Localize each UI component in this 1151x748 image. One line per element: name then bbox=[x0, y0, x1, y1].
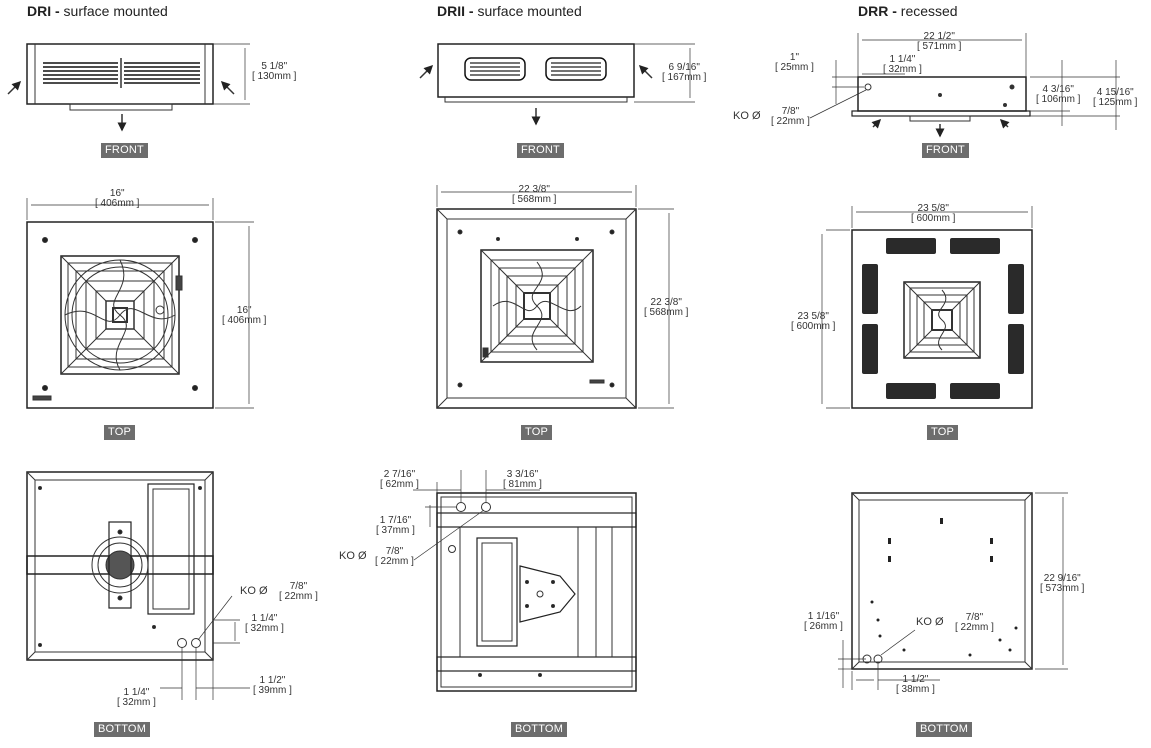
dri-top-height-label: 16"[ 406mm ] bbox=[222, 305, 267, 326]
dri-top-tag: TOP bbox=[104, 425, 136, 440]
dri-bottom-view bbox=[26, 471, 250, 700]
dri-bottom-112-label: 1 1/2"[ 39mm ] bbox=[253, 675, 292, 696]
dri-title: DRI - surface mounted bbox=[27, 3, 168, 19]
drr-front-view bbox=[809, 33, 1120, 138]
drr-front-4316-label: 4 3/16"[ 106mm ] bbox=[1036, 84, 1081, 105]
drr-bottom-ko-label: KO Ø bbox=[916, 616, 944, 628]
drr-front-114-label: 1 1/4"[ 32mm ] bbox=[883, 54, 922, 75]
dri-front-height-label: 5 1/8"[ 130mm ] bbox=[252, 61, 297, 82]
drr-title: DRR - recessed bbox=[858, 3, 958, 19]
drr-top-height-label: 23 5/8"[ 600mm ] bbox=[791, 311, 836, 332]
drr-bottom-tag: BOTTOM bbox=[916, 722, 973, 737]
drii-top-tag: TOP bbox=[521, 425, 553, 440]
drii-title: DRII - surface mounted bbox=[437, 3, 582, 19]
drr-front-ko-value: 7/8"[ 22mm ] bbox=[771, 106, 810, 127]
dri-top-width-label: 16"[ 406mm ] bbox=[95, 188, 140, 209]
drii-bottom-2716-label: 2 7/16"[ 62mm ] bbox=[380, 469, 419, 490]
drr-top-width-label: 23 5/8"[ 600mm ] bbox=[911, 203, 956, 224]
dri-front-tag: FRONT bbox=[101, 143, 148, 158]
drii-top-height-label: 22 3/8"[ 568mm ] bbox=[644, 297, 689, 318]
drii-bottom-tag: BOTTOM bbox=[511, 722, 568, 737]
drr-front-tag: FRONT bbox=[922, 143, 969, 158]
drr-front-width-label: 22 1/2"[ 571mm ] bbox=[917, 31, 962, 52]
drr-bottom-ko-value: 7/8"[ 22mm ] bbox=[955, 612, 994, 633]
drii-front-tag: FRONT bbox=[517, 143, 564, 158]
drr-bottom-height-label: 22 9/16"[ 573mm ] bbox=[1040, 573, 1085, 594]
drii-bottom-3316-label: 3 3/16"[ 81mm ] bbox=[503, 469, 542, 490]
drr-front-ko-label: KO Ø bbox=[733, 110, 761, 122]
drii-bottom-ko-label: KO Ø bbox=[339, 550, 367, 562]
drr-top-tag: TOP bbox=[927, 425, 959, 440]
drii-bottom-ko-value: 7/8"[ 22mm ] bbox=[375, 546, 414, 567]
drr-bottom-1116-label: 1 1/16"[ 26mm ] bbox=[804, 611, 843, 632]
drr-front-1in-label: 1"[ 25mm ] bbox=[775, 52, 814, 73]
drr-bottom-view bbox=[838, 492, 1068, 690]
drr-front-41516-label: 4 15/16"[ 125mm ] bbox=[1093, 87, 1138, 108]
drii-front-height-label: 6 9/16"[ 167mm ] bbox=[662, 62, 707, 83]
dri-top-view bbox=[26, 198, 254, 409]
dri-front-view bbox=[7, 43, 250, 132]
drii-bottom-view bbox=[413, 470, 637, 692]
dri-bottom-ko-label: KO Ø bbox=[240, 585, 268, 597]
drii-front-view bbox=[419, 43, 695, 126]
drii-top-view bbox=[436, 185, 674, 409]
drii-top-width-label: 22 3/8"[ 568mm ] bbox=[512, 184, 557, 205]
dri-bottom-ko-value: 7/8"[ 22mm ] bbox=[279, 581, 318, 602]
dri-bottom-114a-label: 1 1/4"[ 32mm ] bbox=[245, 613, 284, 634]
drr-top-view bbox=[821, 206, 1033, 409]
drii-bottom-1716-label: 1 7/16"[ 37mm ] bbox=[376, 515, 415, 536]
drr-bottom-112-label: 1 1/2"[ 38mm ] bbox=[896, 674, 935, 695]
dri-bottom-tag: BOTTOM bbox=[94, 722, 151, 737]
dri-bottom-114b-label: 1 1/4"[ 32mm ] bbox=[117, 687, 156, 708]
